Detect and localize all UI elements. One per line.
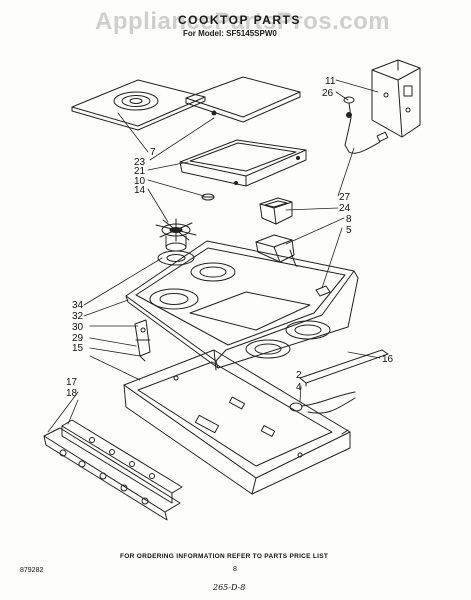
callout-11: 11 [325,76,336,87]
leader-lines [47,79,381,433]
callout-32: 32 [72,311,84,322]
callout-8: 8 [346,214,352,225]
igniter-switch [343,96,389,154]
griddle-cover [185,76,301,123]
callout-24: 24 [339,203,351,214]
model-label: For Model: [183,29,224,38]
watermark: AppliancePartsPros.com [95,8,391,35]
burner-cover-plate [71,79,206,131]
bracket-assembly [134,319,151,362]
mounting-clip [315,285,331,297]
callout-21: 21 [134,166,146,177]
callout-29: 29 [72,333,84,344]
model-line: For Model: SF5145SPW0 [183,29,277,38]
model-number: SF5145SPW0 [226,29,277,38]
callout-34: 34 [72,300,84,311]
callout-4: 4 [296,382,302,393]
diagram-title: COOKTOP PARTS [178,13,301,27]
page-number: 8 [233,566,237,573]
griddle-screw [201,193,215,201]
front-trim-panel [43,427,181,521]
control-bracket [371,59,421,138]
callout-5: 5 [346,225,352,236]
callout-30: 30 [72,322,84,333]
callout-2: 2 [296,370,302,381]
side-trim-strip [299,349,389,387]
callout-7: 7 [150,147,156,158]
callout-10: 10 [134,176,146,187]
callout-14: 14 [134,185,146,196]
callout-labels: 11 26 7 23 21 10 14 27 24 8 5 34 32 30 2… [66,76,394,399]
callout-26: 26 [322,88,334,99]
callout-16: 16 [382,354,394,365]
callout-18: 18 [66,388,78,399]
callout-15: 15 [72,343,84,354]
handwritten-note: 265-D-8 [213,583,246,592]
burner-spider [155,218,197,252]
burner-box-upper [259,197,293,225]
ordering-note: FOR ORDERING INFORMATION REFER TO PARTS … [120,553,329,560]
main-cooktop [125,240,359,369]
burner-box-pan [123,349,351,495]
document-code: 879282 [20,567,44,574]
callout-23: 23 [134,157,146,168]
griddle-tray [179,139,307,187]
callout-27: 27 [339,192,351,203]
igniter-wire [289,391,356,414]
callout-17: 17 [66,377,78,388]
